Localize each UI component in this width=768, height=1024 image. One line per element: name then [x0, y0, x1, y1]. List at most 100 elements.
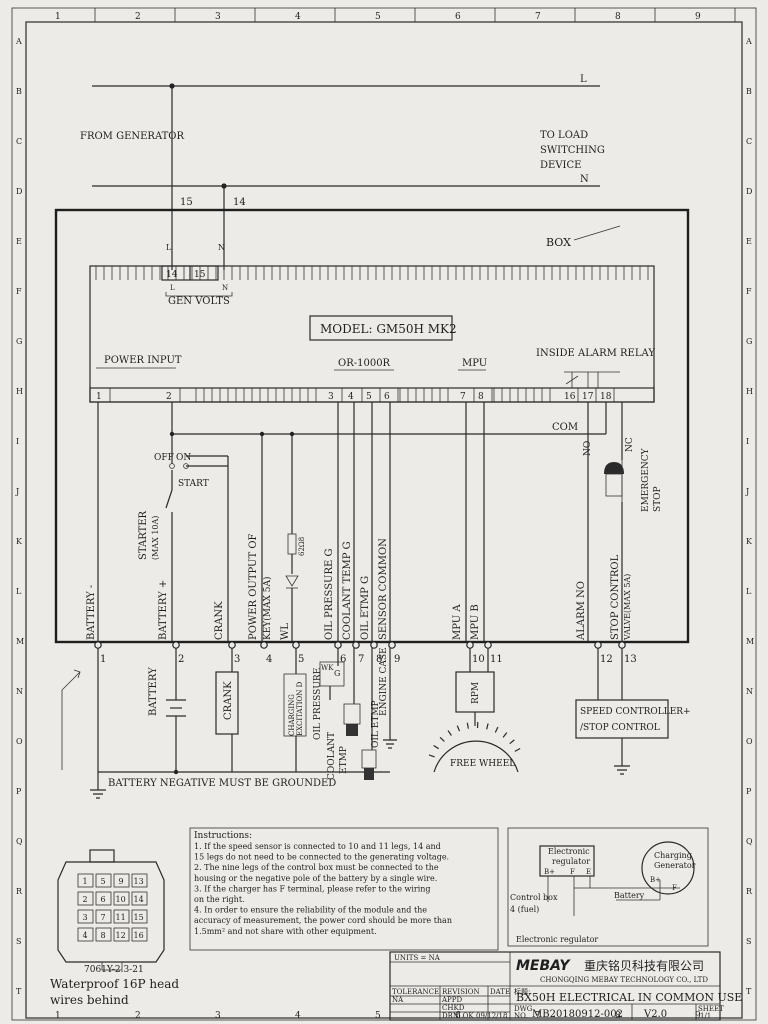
instruction-line: accuracy of measurement, the power cord … — [194, 916, 452, 925]
connector-pin-number: 12 — [116, 931, 126, 940]
terminal-screw — [260, 641, 268, 649]
coolant-label: COOLANT — [327, 732, 337, 780]
row-marker: B — [16, 87, 22, 96]
inset-e: E — [586, 868, 591, 876]
inner-frame — [25, 21, 743, 1019]
instruction-line: 2. The nine legs of the control box must… — [194, 863, 439, 872]
starter-label: STARTER — [138, 510, 149, 560]
term-14: 14 — [166, 270, 178, 280]
bottom-terminal-number: 1 — [100, 654, 106, 665]
row-marker: F — [16, 287, 22, 296]
charging-gen-line-2: Generator — [654, 861, 696, 870]
n-mark: N — [218, 243, 225, 252]
tb-drawing-no: MB20180912-002 — [532, 1009, 623, 1020]
line-l-label: L — [580, 74, 587, 85]
connector-pin — [131, 873, 148, 888]
connector-pin-number: 3 — [83, 913, 88, 922]
instruction-line: on the right. — [194, 895, 245, 904]
elec-reg-line-1: Electronic — [548, 847, 590, 856]
battery-label: BATTERY — [148, 667, 159, 716]
instruction-line: 1. If the speed sensor is connected to 1… — [194, 842, 441, 851]
instructions-box — [189, 827, 499, 951]
bottom-terminal-number: 6 — [340, 654, 346, 665]
row-marker: C — [16, 137, 22, 146]
connector-pin — [131, 891, 148, 906]
electronic-regulator-box — [539, 845, 595, 877]
connector-pin — [95, 891, 112, 906]
ground-icon — [90, 789, 106, 799]
row-marker: Q — [16, 837, 23, 846]
inset-control-box-2: 4 (fuel) — [510, 905, 539, 914]
row-marker: A — [15, 37, 22, 46]
off-label: OFF — [154, 453, 174, 463]
box-label: BOX — [546, 236, 571, 249]
tb-no: NO. — [514, 1012, 528, 1020]
row-marker: M — [746, 637, 754, 646]
row-marker: O — [746, 737, 753, 746]
connector-pin — [77, 873, 94, 888]
module-pin: 6 — [384, 392, 390, 402]
signal-coolant-temp-g: COOLANT TEMP G — [342, 541, 353, 640]
charging-generator-icon — [641, 841, 695, 895]
tb-dwg: DWG — [514, 1005, 533, 1013]
instruction-line: 15 legs do not need to be connected to t… — [194, 853, 449, 862]
column-marker: 3 — [215, 12, 221, 22]
connector-pin-number: 13 — [134, 877, 144, 886]
terminal-screw — [370, 641, 378, 649]
bottom-terminal-number: 11 — [490, 654, 503, 665]
mpu-label: MPU — [462, 358, 487, 369]
tb-version: V2.0 — [643, 1009, 667, 1020]
connector-pin-number: 6 — [101, 895, 106, 904]
row-marker: F — [746, 287, 752, 296]
bottom-terminal-number: 8 — [376, 654, 382, 665]
column-marker: 7 — [535, 1011, 541, 1021]
signal-sensor-common: SENSOR COMMON — [378, 538, 389, 640]
instruction-line: 1.5mm² and not share with other equipmen… — [194, 927, 377, 936]
column-marker: 9 — [695, 1011, 701, 1021]
inset-b-plus: B+ — [544, 868, 555, 876]
regulator-inset — [507, 827, 709, 947]
from-generator-label: FROM GENERATOR — [80, 131, 184, 142]
tb-sheet-val: 1/1 — [700, 1012, 711, 1020]
row-marker: G — [746, 337, 752, 346]
terminal-screw — [94, 641, 102, 649]
bottom-terminal-number: 2 — [178, 654, 184, 665]
tb-title-cn: 标题: — [514, 987, 530, 996]
ground-note: BATTERY NEGATIVE MUST BE GROUNDED — [108, 778, 336, 789]
rpm-label: RPM — [471, 682, 481, 704]
column-marker: 5 — [375, 1011, 381, 1021]
module-pin: 7 — [460, 392, 466, 402]
connector-pin — [77, 927, 94, 942]
connector-pin-number: 10 — [116, 895, 126, 904]
column-marker: 3 — [215, 1011, 221, 1021]
connector-pin — [113, 891, 130, 906]
terminal-screw — [352, 641, 360, 649]
to-load-line-2: SWITCHING — [540, 145, 605, 156]
engine-case-label: ENGINE CASE — [379, 647, 389, 716]
oil-pressure-sensor — [319, 661, 345, 687]
connector-pin — [131, 927, 148, 942]
line-n-label: N — [580, 174, 589, 185]
column-marker: 5 — [375, 12, 381, 22]
connector-pin-number: 15 — [134, 913, 144, 922]
column-marker: 6 — [455, 1011, 461, 1021]
row-marker: D — [746, 187, 752, 196]
row-marker: L — [746, 587, 752, 596]
or1000r-label: OR-1000R — [338, 358, 391, 369]
row-marker: P — [746, 787, 752, 796]
tb-drn-by: LOK — [458, 1012, 474, 1020]
start-label: START — [178, 479, 209, 489]
crank-field-label: CRANK — [223, 681, 234, 720]
free-wheel-label: FREE WHEEL — [450, 759, 515, 769]
emergency-label-2: STOP — [653, 486, 663, 512]
row-marker: A — [745, 37, 752, 46]
row-marker: I — [746, 437, 749, 446]
row-marker: D — [16, 187, 22, 196]
column-marker: 1 — [55, 1011, 61, 1021]
connector-pin-number: 7 — [101, 913, 106, 922]
speed-controller-line-1: SPEED CONTROLLER+ — [580, 707, 691, 717]
tb-company-en: CHONGQING MEBAY TECHNOLOGY CO., LTD — [540, 976, 708, 984]
module-pin: 8 — [478, 392, 484, 402]
elec-reg-line-2: regulator — [552, 857, 590, 866]
